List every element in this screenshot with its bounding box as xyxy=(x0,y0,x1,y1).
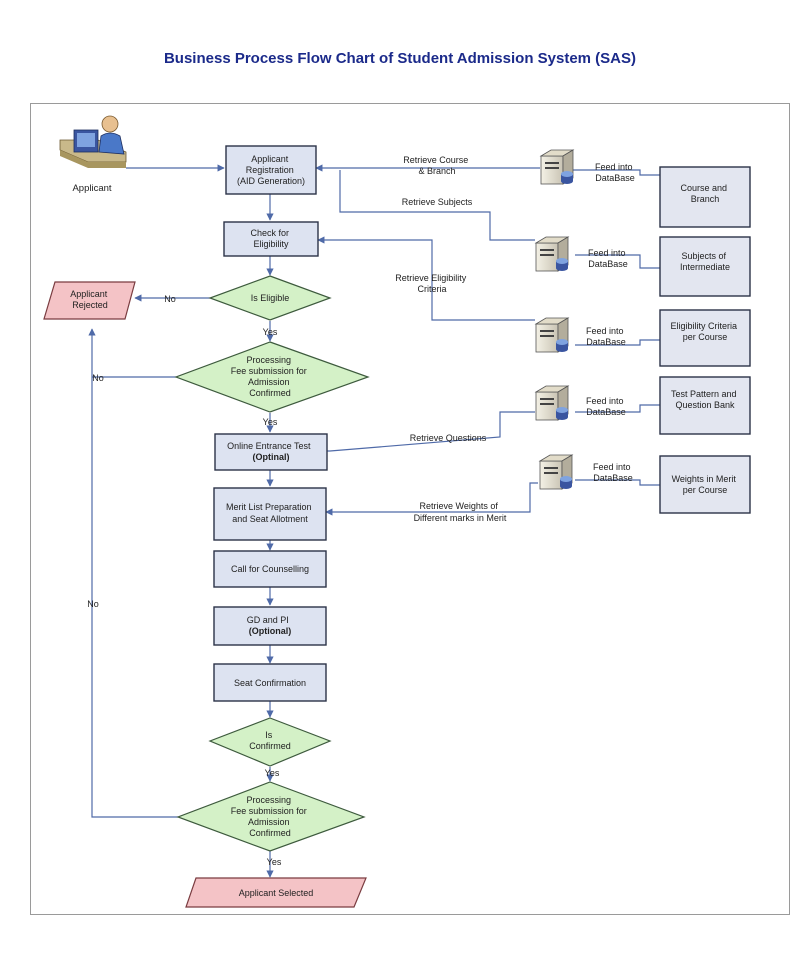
fee1-line-3: Admission xyxy=(248,377,290,387)
fee2-line-3: Admission xyxy=(248,817,290,827)
database-server-icon xyxy=(534,385,570,421)
svg-text:Applicant Rejected: Applicant Rejected xyxy=(70,289,110,310)
fee-confirmed-decision-2[interactable]: Processing Fee submission for Admission … xyxy=(176,781,366,852)
edge-yes-4: Yes xyxy=(267,857,282,867)
is-confirmed-line-1: Is xyxy=(265,730,273,740)
svg-text:Merit List Preparation a: Merit List Preparation and Seat Allotmen… xyxy=(226,502,314,524)
registration-line-1: Applicant xyxy=(251,154,289,164)
svg-text:Course and Branch: Course and Branch xyxy=(680,183,729,204)
edge-yes-1: Yes xyxy=(263,327,278,337)
svg-text:Processing Fee submissio: Processing Fee submission for Admission … xyxy=(231,355,310,398)
edge-no-2: No xyxy=(92,373,104,383)
feed-label-5: Feed into DataBase xyxy=(593,462,633,483)
feed-label-4: Feed into DataBase xyxy=(586,396,626,417)
fee1-line-2: Fee submission for xyxy=(231,366,307,376)
seat-confirmation-label: Seat Confirmation xyxy=(234,678,306,688)
diagram-frame xyxy=(30,103,790,915)
database-server-icon xyxy=(538,454,574,490)
database-server-icon xyxy=(534,317,570,353)
merit-list-box[interactable]: Merit List Preparation and Seat Allotmen… xyxy=(213,487,327,541)
subjects-box[interactable]: Subjects of Intermediate xyxy=(659,236,751,297)
is-confirmed-line-2: Confirmed xyxy=(249,741,291,751)
registration-box[interactable]: Applicant Registration (AID Generation) xyxy=(225,145,317,195)
fee1-line-1: Processing xyxy=(246,355,291,365)
seat-confirmation-box[interactable]: Seat Confirmation xyxy=(213,663,327,702)
fee2-line-1: Processing xyxy=(246,795,291,805)
connectors xyxy=(88,164,660,878)
applicant-rejected-terminal[interactable]: Applicant Rejected xyxy=(43,281,136,320)
svg-text:Online Entrance Test (Op: Online Entrance Test (Optinal) xyxy=(227,436,315,462)
database-server-icon xyxy=(539,149,575,185)
fee2-line-4: Confirmed xyxy=(249,828,291,838)
test-pattern-box[interactable]: Test Pattern and Question Bank xyxy=(659,376,751,435)
svg-text:Test Pattern and Questio: Test Pattern and Question Bank xyxy=(671,389,739,410)
weights-box[interactable]: Weights in Merit per Course xyxy=(659,455,751,514)
svg-text:Eligibility Criteria per: Eligibility Criteria per Course xyxy=(670,321,739,342)
applicant-person-icon xyxy=(59,115,127,168)
retrieve-subjects-label: Retrieve Subjects xyxy=(402,197,473,207)
retrieve-course-label: Retrieve Course & Branch xyxy=(403,155,471,176)
retrieve-eligibility-label: Retrieve Eligibility Criteria xyxy=(395,273,469,294)
feed-label-2: Feed into DataBase xyxy=(588,248,628,269)
selected-label: Applicant Selected xyxy=(239,888,314,898)
svg-text:Check for Eligibility: Check for Eligibility xyxy=(250,228,291,249)
svg-text:Is Confirmed: Is Confirmed xyxy=(249,730,291,751)
counselling-label: Call for Counselling xyxy=(231,564,309,574)
registration-line-2: Registration xyxy=(246,165,294,175)
fee2-line-2: Fee submission for xyxy=(231,806,307,816)
merit-list-line-2: and Seat Allotment xyxy=(232,514,308,524)
page-title: Business Process Flow Chart of Student A… xyxy=(163,50,637,67)
course-branch-box[interactable]: Course and Branch xyxy=(659,166,751,228)
applicant-label: Applicant xyxy=(72,183,111,194)
fee-confirmed-decision-1[interactable]: Processing Fee submission for Admission … xyxy=(174,341,370,413)
eligibility-check-line-2: Eligibility xyxy=(253,239,289,249)
is-eligible-label: Is Eligible xyxy=(251,293,290,303)
edge-yes-2: Yes xyxy=(263,417,278,427)
eligibility-check-box[interactable]: Check for Eligibility xyxy=(223,221,319,257)
entrance-test-line-2: (Optinal) xyxy=(253,452,290,462)
is-confirmed-decision[interactable]: Is Confirmed xyxy=(208,717,332,767)
entrance-test-box[interactable]: Online Entrance Test (Optinal) xyxy=(214,433,328,471)
fee1-line-4: Confirmed xyxy=(249,388,291,398)
svg-text:Processing Fee submissio: Processing Fee submission for Admission … xyxy=(231,795,310,838)
gd-pi-line-2: (Optional) xyxy=(249,626,292,636)
registration-line-3: (AID Generation) xyxy=(237,176,305,186)
gd-pi-box[interactable]: GD and PI (Optional) xyxy=(213,606,327,646)
is-eligible-decision[interactable]: Is Eligible xyxy=(208,275,332,321)
feed-label-1: Feed into DataBase xyxy=(595,162,635,183)
applicant-selected-terminal[interactable]: Applicant Selected xyxy=(185,877,367,908)
database-server-icon xyxy=(534,236,570,272)
rejected-line-2: Rejected xyxy=(72,300,108,310)
rejected-line-1: Applicant xyxy=(70,289,108,299)
gd-pi-line-1: GD and PI xyxy=(247,615,289,625)
edge-no-3: No xyxy=(87,599,99,609)
svg-text:Applicant Registration: Applicant Registration (AID Generation) xyxy=(237,154,305,186)
svg-text:Subjects of Intermediate: Subjects of Intermediate xyxy=(680,251,730,272)
edge-no-1: No xyxy=(164,294,176,304)
eligibility-check-line-1: Check for xyxy=(250,228,289,238)
retrieve-questions-label: Retrieve Questions xyxy=(410,433,487,443)
edge-yes-3: Yes xyxy=(265,768,280,778)
retrieve-weights-label: Retrieve Weights of Different marks in M… xyxy=(414,501,507,523)
counselling-box[interactable]: Call for Counselling xyxy=(213,550,327,588)
eligibility-criteria-box[interactable]: Eligibility Criteria per Course xyxy=(659,309,751,367)
svg-text:Weights in Merit per Cou: Weights in Merit per Course xyxy=(672,474,739,495)
svg-text:GD and PI (Optional): GD and PI (Optional) xyxy=(247,610,293,636)
merit-list-line-1: Merit List Preparation xyxy=(226,502,312,512)
entrance-test-line-1: Online Entrance Test xyxy=(227,441,311,451)
feed-label-3: Feed into DataBase xyxy=(586,326,626,347)
